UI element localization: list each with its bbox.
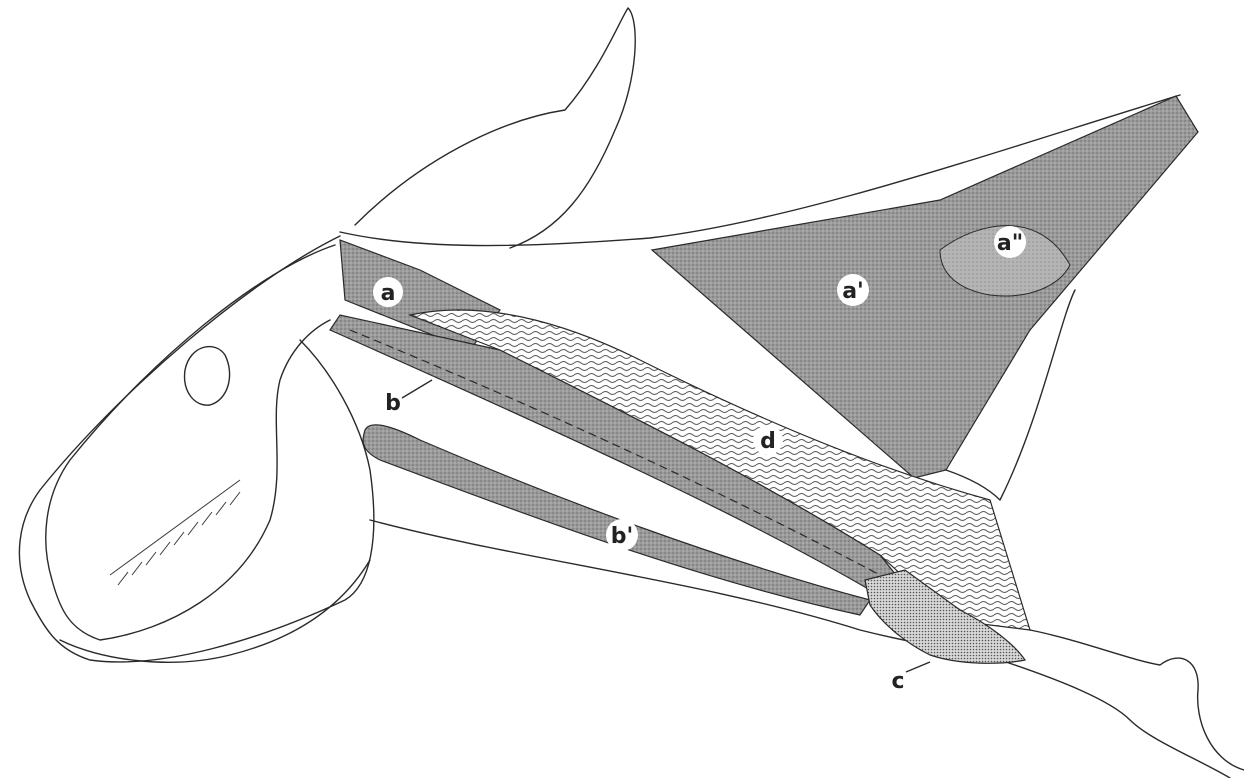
skull-outline (46, 245, 335, 640)
label-a-prime: a' (837, 274, 869, 306)
label-a-text: a (381, 281, 396, 306)
head-outline (19, 236, 373, 662)
label-b-prime-text: b' (611, 524, 633, 549)
ear-outline (355, 8, 635, 248)
label-a-prime-text: a' (842, 279, 864, 304)
jaw-outline (60, 560, 370, 662)
teeth-row (110, 480, 240, 585)
orbit-outline (185, 347, 230, 406)
label-b-text: b (385, 391, 401, 416)
label-d: d (753, 425, 783, 455)
label-b-prime: b' (606, 519, 638, 551)
label-a-double-prime-text: a" (997, 231, 1023, 256)
label-a: a (373, 277, 403, 307)
leg-outline (1000, 660, 1230, 778)
chest-outline (1030, 630, 1244, 770)
label-a-double-prime: a" (994, 226, 1026, 258)
label-b: b (385, 380, 432, 416)
label-c-text: c (891, 669, 904, 694)
label-c: c (891, 662, 930, 694)
label-d-text: d (760, 429, 776, 454)
